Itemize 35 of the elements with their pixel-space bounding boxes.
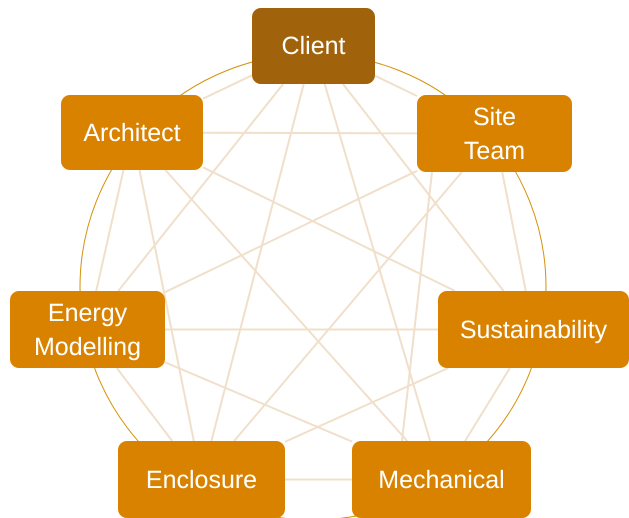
role-box bbox=[10, 291, 165, 368]
role-label: Architect bbox=[82, 118, 182, 148]
role-label: Client bbox=[280, 31, 346, 62]
role-label: Mechanical bbox=[377, 464, 506, 496]
connector-line bbox=[117, 83, 284, 292]
role-box bbox=[417, 95, 572, 172]
connector-line bbox=[165, 328, 438, 330]
connector-line bbox=[116, 367, 173, 442]
role-box bbox=[61, 95, 203, 170]
connector-line bbox=[285, 478, 352, 480]
connector-line bbox=[324, 84, 432, 442]
role-label: Sustainability bbox=[458, 314, 608, 346]
connector-line bbox=[203, 132, 417, 134]
connector-line bbox=[138, 170, 195, 442]
connector-line bbox=[501, 172, 527, 292]
role-box bbox=[352, 441, 531, 518]
role-label: Enclosure bbox=[144, 464, 258, 496]
connector-line bbox=[284, 367, 449, 443]
connector-line bbox=[164, 361, 352, 443]
connector-line bbox=[95, 170, 124, 292]
connector-line bbox=[464, 367, 511, 442]
connector-line bbox=[202, 166, 456, 292]
connector-line bbox=[164, 169, 408, 442]
connector-line bbox=[164, 170, 418, 294]
role-box bbox=[438, 291, 629, 368]
role-box bbox=[252, 8, 375, 84]
connector-line bbox=[202, 74, 252, 100]
connector-line bbox=[374, 74, 418, 97]
role-label: Energy Modelling bbox=[32, 298, 142, 362]
connector-line bbox=[342, 83, 504, 292]
connector-line bbox=[233, 171, 463, 442]
connector-line bbox=[401, 172, 433, 442]
role-box bbox=[118, 441, 285, 518]
role-label: Site Team bbox=[462, 102, 526, 166]
connector-line bbox=[210, 84, 305, 442]
